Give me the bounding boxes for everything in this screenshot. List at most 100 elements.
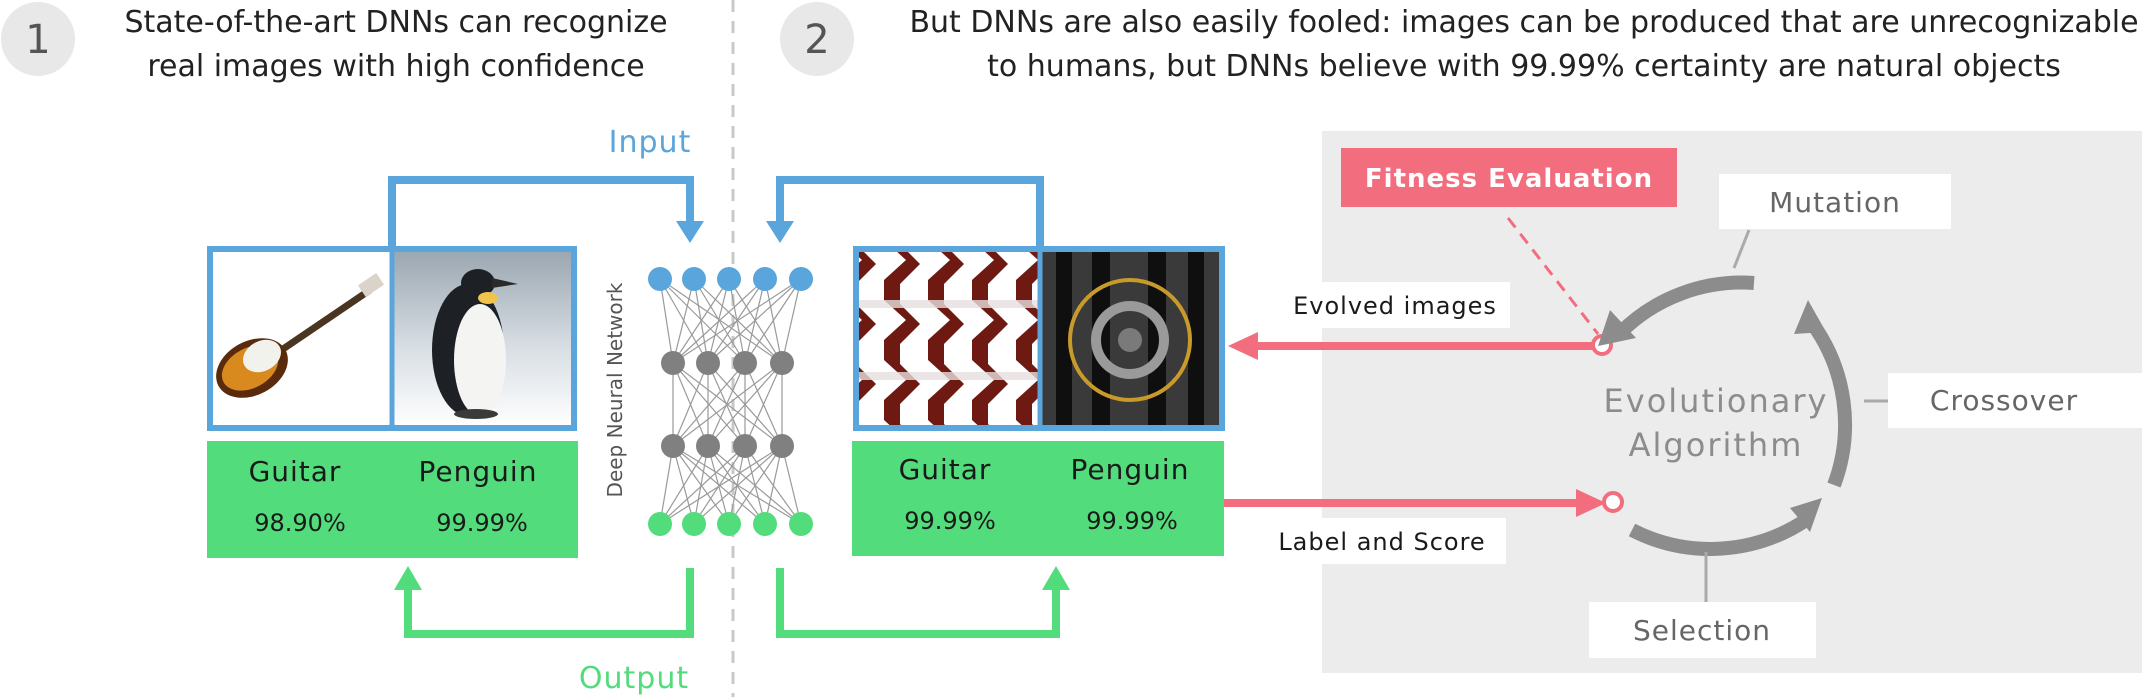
fitness-evaluation-box bbox=[1341, 148, 1677, 207]
mutation-connector bbox=[1732, 229, 1751, 269]
label-and-score-arrowhead bbox=[1576, 489, 1606, 517]
fooling-results-box bbox=[852, 441, 1224, 556]
network-node-hidden-2 bbox=[733, 434, 757, 458]
network-connection bbox=[707, 278, 802, 364]
step-1-number: 1 bbox=[25, 17, 50, 63]
network-node-hidden-2 bbox=[770, 434, 794, 458]
fooling-result-guitar-label: Guitar bbox=[899, 453, 992, 486]
network-connection bbox=[693, 445, 709, 525]
network-node-input bbox=[648, 267, 672, 291]
ea-title-line-2: Algorithm bbox=[1629, 426, 1804, 464]
network-connection bbox=[672, 362, 709, 447]
network-connection bbox=[672, 278, 695, 364]
network-node-output bbox=[648, 512, 672, 536]
network-connection bbox=[781, 445, 802, 525]
network-node-hidden-1 bbox=[696, 351, 720, 375]
network-connection bbox=[659, 445, 674, 525]
input-arrow-left bbox=[388, 176, 694, 250]
network-connection bbox=[659, 278, 674, 364]
fooling-images-frame bbox=[853, 246, 1225, 431]
network-node-output bbox=[753, 512, 777, 536]
network-node-hidden-1 bbox=[661, 351, 685, 375]
fooling-result-guitar-score: 99.99% bbox=[904, 507, 996, 535]
network-node-hidden-2 bbox=[661, 434, 685, 458]
network-connection bbox=[659, 445, 709, 525]
label-and-score-port bbox=[1602, 491, 1624, 513]
network-node-output bbox=[717, 512, 741, 536]
network-connection bbox=[744, 278, 802, 364]
step-1-caption-line-1: State-of-the-art DNNs can recognize bbox=[124, 5, 667, 40]
selection-box bbox=[1589, 602, 1816, 658]
guitar-drawing bbox=[216, 273, 385, 398]
network-connection bbox=[693, 445, 783, 525]
fitness-dashed-connector bbox=[1506, 217, 1600, 335]
output-arrowhead-right bbox=[1042, 566, 1070, 590]
fooling-result-penguin-label: Penguin bbox=[1071, 453, 1190, 486]
input-arrow-right bbox=[776, 176, 1044, 250]
network-node-input bbox=[682, 267, 706, 291]
network-connection bbox=[693, 445, 746, 525]
real-result-guitar-score: 98.90% bbox=[254, 509, 346, 537]
network-label: Deep Neural Network bbox=[603, 282, 627, 497]
network-node-input bbox=[717, 267, 741, 291]
network-node-input bbox=[789, 267, 813, 291]
input-arrowhead-left bbox=[676, 221, 704, 243]
output-arrow-right bbox=[776, 568, 1060, 638]
network-node-hidden-2 bbox=[696, 434, 720, 458]
evolved-images-label: Evolved images bbox=[1293, 292, 1497, 320]
evolution-cycle bbox=[1598, 275, 1853, 556]
output-arrow-left bbox=[404, 568, 694, 638]
real-results-box bbox=[207, 441, 578, 558]
step-2-caption-line-1: But DNNs are also easily fooled: images … bbox=[909, 5, 2138, 40]
network-connection bbox=[672, 362, 746, 447]
mutation-box bbox=[1719, 174, 1951, 229]
network-node-hidden-1 bbox=[733, 351, 757, 375]
real-result-penguin-label: Penguin bbox=[419, 455, 538, 488]
network-connection bbox=[764, 445, 783, 525]
step-2-badge bbox=[780, 2, 854, 76]
network-connection bbox=[707, 362, 746, 447]
output-arrowhead-left bbox=[394, 566, 422, 590]
penguin-pattern bbox=[1056, 250, 1204, 427]
mutation-label: Mutation bbox=[1769, 186, 1901, 219]
fitness-evaluation-label: Fitness Evaluation bbox=[1365, 164, 1653, 194]
network-connection bbox=[672, 278, 802, 364]
input-arrowhead-right bbox=[766, 221, 794, 243]
penguin-drawing bbox=[432, 269, 518, 419]
step-1-badge bbox=[1, 2, 75, 76]
output-label: Output bbox=[579, 661, 689, 696]
step-1-caption-line-2: real images with high confidence bbox=[147, 49, 644, 84]
crossover-box bbox=[1888, 373, 2142, 428]
network-node-input bbox=[753, 267, 777, 291]
network-node-hidden-1 bbox=[770, 351, 794, 375]
evolved-images-label-bg bbox=[1280, 282, 1510, 328]
real-result-guitar-label: Guitar bbox=[249, 455, 342, 488]
label-and-score-label: Label and Score bbox=[1278, 528, 1485, 556]
input-label: Input bbox=[609, 125, 692, 160]
network-connection bbox=[744, 362, 783, 447]
network-node-output bbox=[682, 512, 706, 536]
network-connection bbox=[659, 278, 783, 364]
step-2-number: 2 bbox=[804, 17, 829, 63]
network-connection bbox=[728, 445, 746, 525]
neural-network bbox=[648, 267, 813, 536]
network-connection bbox=[672, 278, 766, 364]
fooling-result-penguin-score: 99.99% bbox=[1086, 507, 1178, 535]
fooling-guitar-image bbox=[858, 250, 1038, 427]
step-2-caption-line-2: to humans, but DNNs believe with 99.99% … bbox=[987, 49, 2061, 84]
network-connection bbox=[672, 278, 730, 364]
network-connection bbox=[672, 362, 783, 447]
selection-label: Selection bbox=[1633, 614, 1771, 647]
network-connection bbox=[707, 445, 730, 525]
network-connection bbox=[659, 445, 746, 525]
label-and-score-label-bg bbox=[1258, 518, 1506, 564]
network-connection bbox=[659, 278, 746, 364]
real-result-penguin-score: 99.99% bbox=[436, 509, 528, 537]
network-node-output bbox=[789, 512, 813, 536]
ea-title-line-1: Evolutionary bbox=[1604, 382, 1829, 420]
network-connection bbox=[728, 445, 783, 525]
evolved-images-arrowhead bbox=[1228, 332, 1258, 360]
real-images-frame bbox=[207, 246, 577, 431]
network-connection bbox=[659, 445, 783, 525]
